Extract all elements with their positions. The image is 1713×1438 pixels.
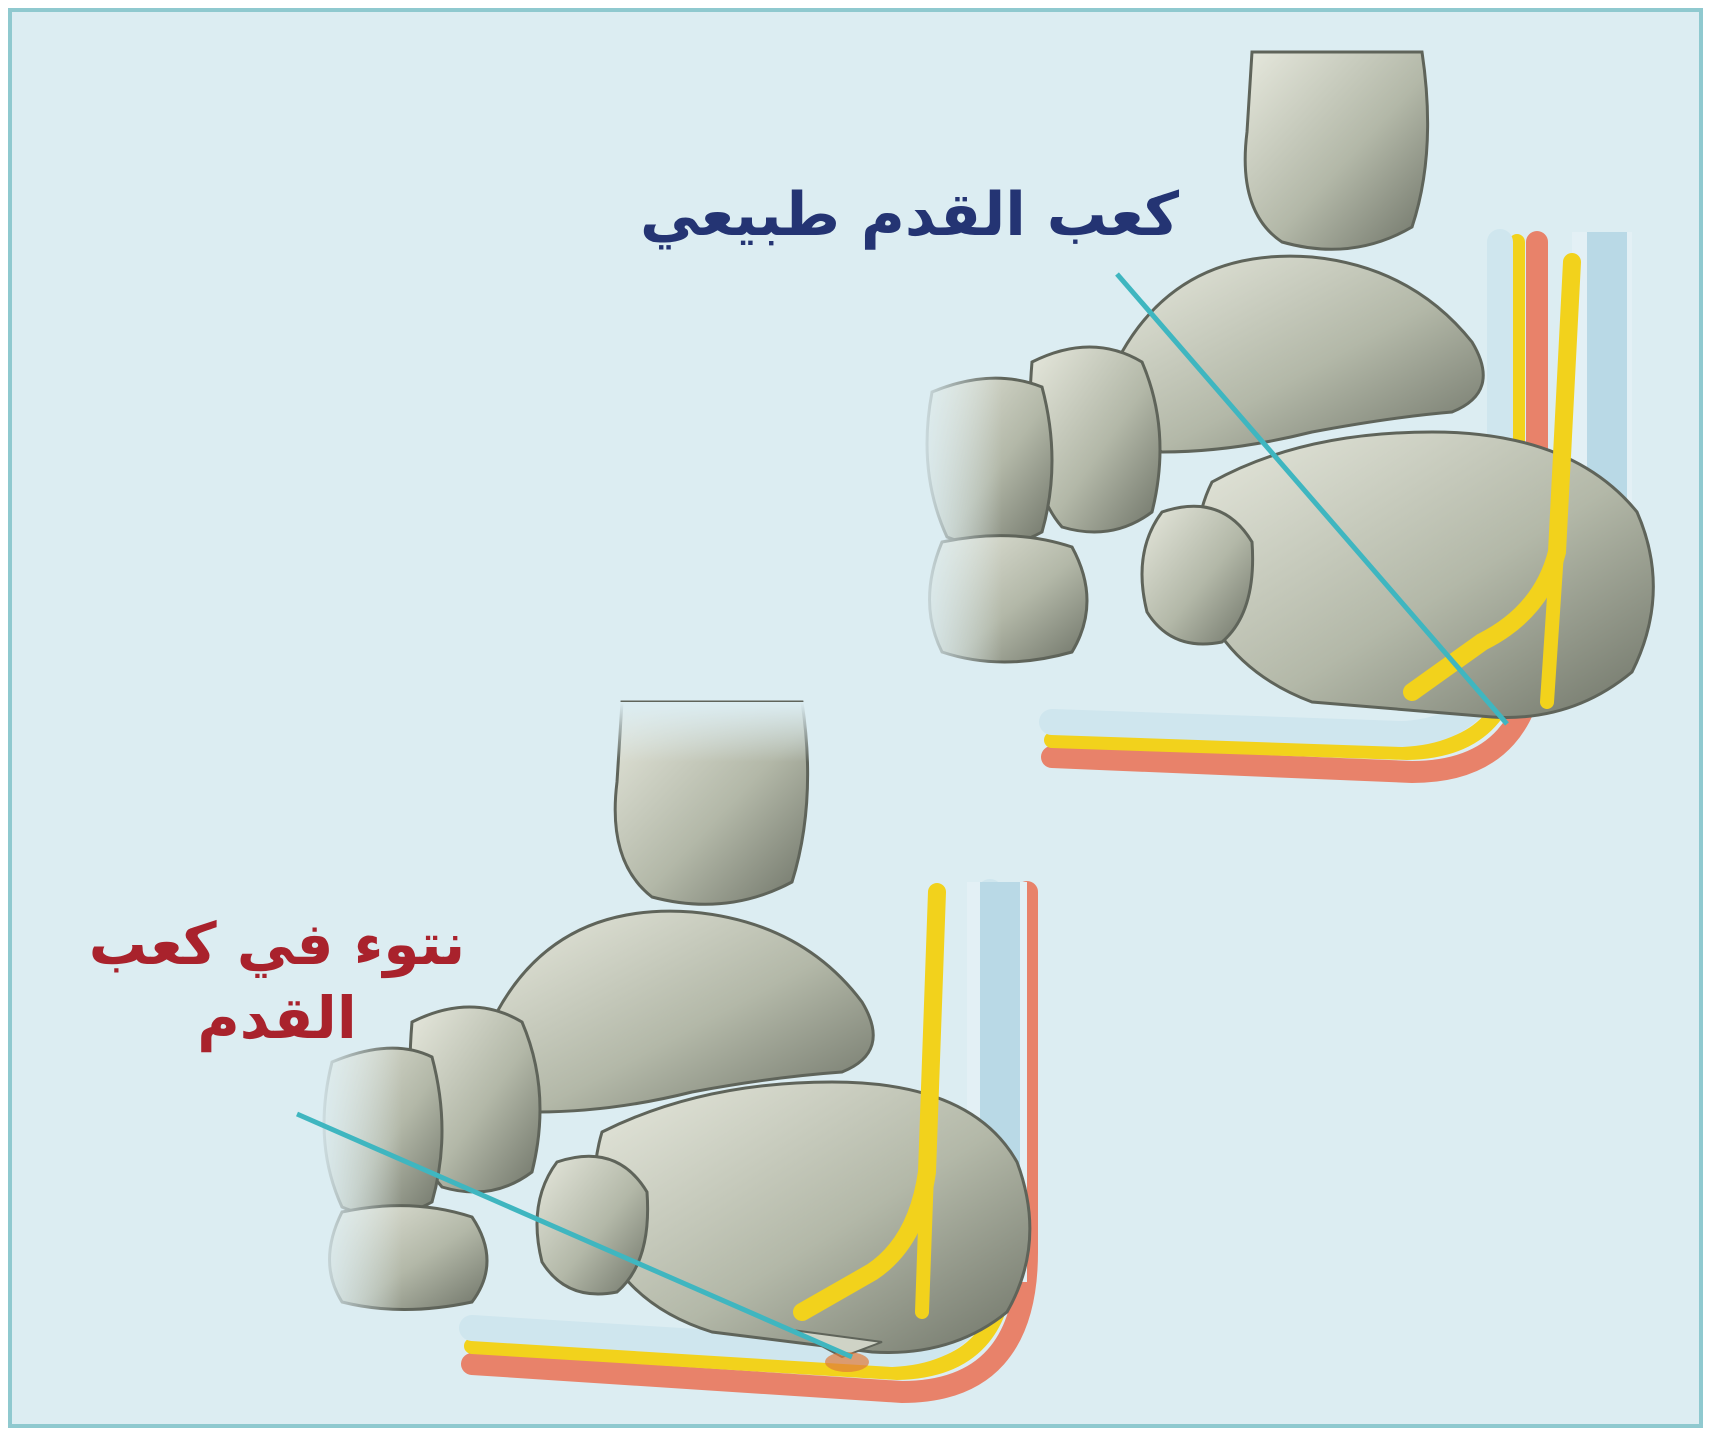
normal-talus-bone bbox=[1120, 256, 1483, 452]
normal-foot-illustration bbox=[912, 52, 1653, 772]
heel-spur-label: نتوء في كعب القدم bbox=[72, 907, 482, 1055]
normal-heel-label: كعب القدم طبيعي bbox=[640, 180, 1179, 250]
heel-spur-label-line1: نتوء في كعب bbox=[72, 907, 482, 981]
normal-tibia-bone bbox=[1245, 52, 1427, 249]
heel-spur-label-line2: القدم bbox=[72, 981, 482, 1055]
diagram-frame: كعب القدم طبيعي نتوء في كعب القدم bbox=[8, 8, 1703, 1428]
